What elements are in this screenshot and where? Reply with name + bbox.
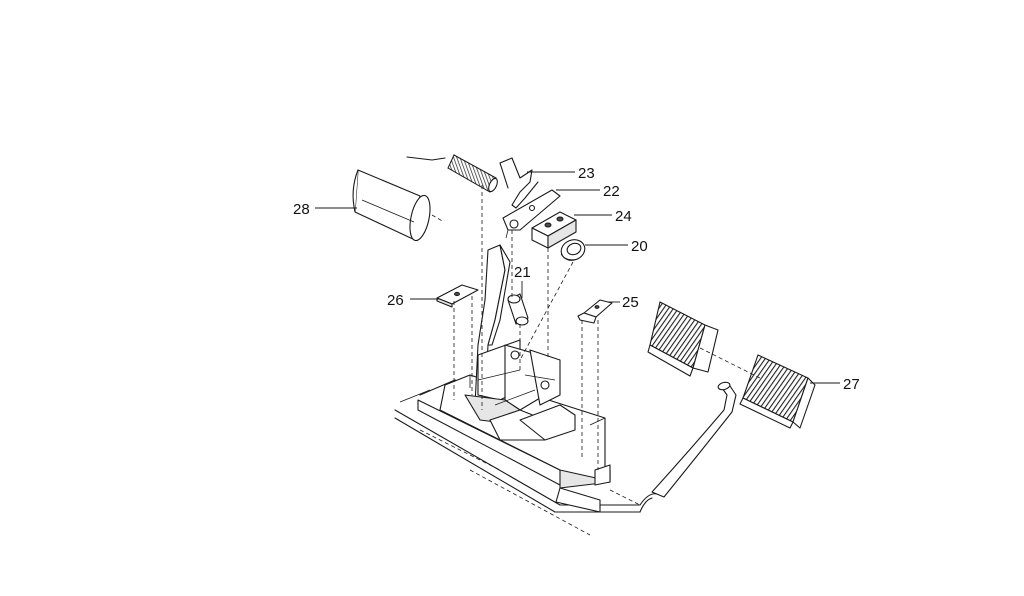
callout-labels: 28 23 22 24 20 21 26 25 27: [293, 165, 860, 393]
pedal-arm-tube: [651, 381, 737, 498]
callout-21: 21: [514, 264, 531, 281]
callout-25: 25: [622, 294, 639, 311]
part-27-pedal-pad-upper: [647, 301, 719, 377]
callout-22: 22: [603, 183, 620, 200]
part-25-clip: [577, 299, 613, 324]
part-28-pad-cover: [352, 169, 431, 242]
part-24-block: [531, 211, 577, 249]
part-23-spring-clip: [499, 157, 539, 209]
callout-20: 20: [631, 238, 648, 255]
part-22-bracket-plate: [502, 189, 561, 239]
callout-23: 23: [578, 165, 595, 182]
part-20-ring: [560, 239, 586, 261]
callout-26: 26: [387, 292, 404, 309]
return-spring: [406, 154, 498, 193]
callout-28: 28: [293, 201, 310, 218]
assembly-guide-lines: [431, 185, 761, 470]
pedal-mechanism: [464, 244, 576, 441]
callout-24: 24: [615, 208, 632, 225]
part-27-pedal-pad-lower: [739, 354, 816, 429]
part-21-bushing: [507, 293, 529, 326]
callout-leaders: [315, 171, 840, 384]
callout-27: 27: [843, 376, 860, 393]
part-26-flat-pad: [436, 284, 479, 308]
